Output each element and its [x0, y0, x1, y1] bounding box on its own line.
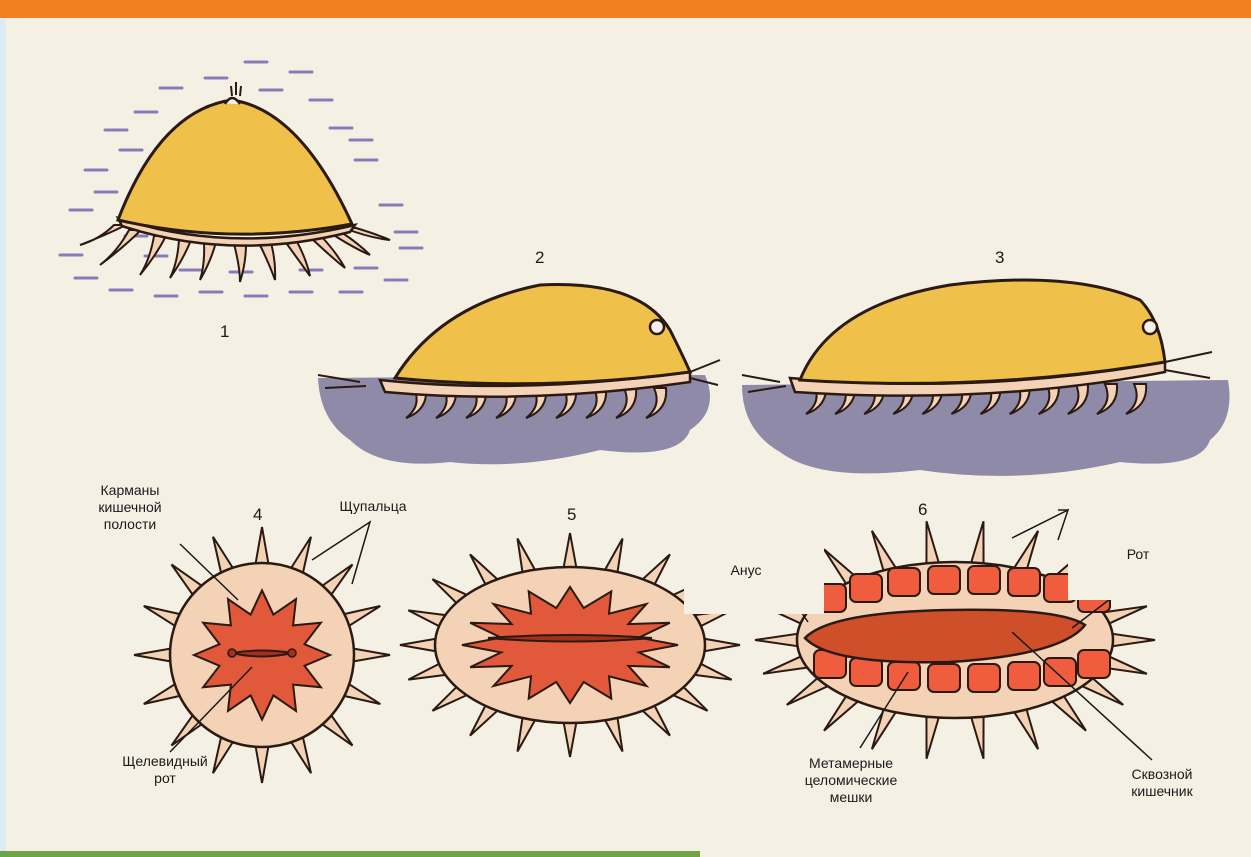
figure-4-radial: [134, 527, 390, 783]
figure-3-elongated: [742, 280, 1212, 414]
label-gut-pockets: Карманы кишечной полости: [90, 482, 170, 533]
figure-number-6: 6: [918, 500, 927, 520]
label-through-gut: Сквозной кишечник: [1112, 766, 1212, 800]
label-anus: Анус: [722, 562, 770, 579]
figure-number-1: 1: [220, 322, 229, 342]
label-tentacles: Щупальца: [328, 498, 418, 515]
mouth-label-panel: [1068, 528, 1178, 600]
label-mouth: Рот: [1118, 546, 1158, 563]
figure-number-5: 5: [567, 505, 576, 525]
label-slit-mouth: Щелевидный рот: [100, 753, 230, 787]
label-coelomic-sacs: Метамерные целомические мешки: [786, 755, 916, 806]
figure-number-3: 3: [995, 248, 1004, 268]
figure-number-4: 4: [253, 505, 262, 525]
figure-number-2: 2: [535, 248, 544, 268]
figure-1-medusoid: [80, 82, 390, 282]
